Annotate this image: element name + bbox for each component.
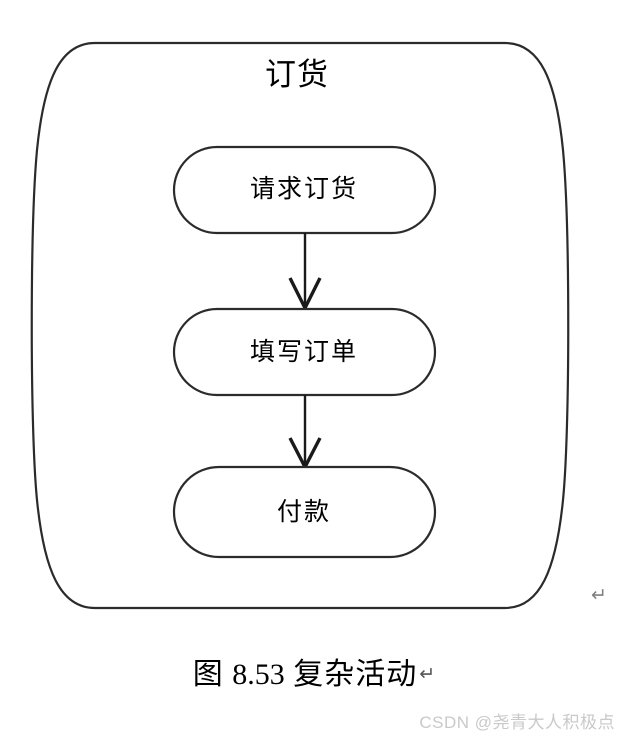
activity-diagram-svg [30, 41, 570, 610]
csdn-watermark: CSDN @尧青大人积极点 [419, 713, 615, 732]
activity-label-payment: 付款 [276, 498, 331, 526]
paragraph-return-mark-icon: ↵ [591, 585, 607, 606]
activity-diagram-figure: 订货 请求订货 填写订单 付款 ↵ [30, 41, 607, 610]
caption-title: 复杂活动 [293, 658, 418, 691]
figure-caption: 图 8.53 复杂活动↵ [0, 655, 629, 695]
composite-activity-title: 订货 [265, 57, 329, 92]
activity-label-fill-order-form: 填写订单 [249, 338, 358, 366]
activity-label-request-order: 请求订货 [249, 175, 358, 203]
caption-prefix: 图 [192, 658, 224, 691]
activity-node-payment [172, 465, 437, 559]
caption-return-mark-icon: ↵ [419, 664, 437, 685]
caption-number: 8.53 [232, 658, 285, 691]
